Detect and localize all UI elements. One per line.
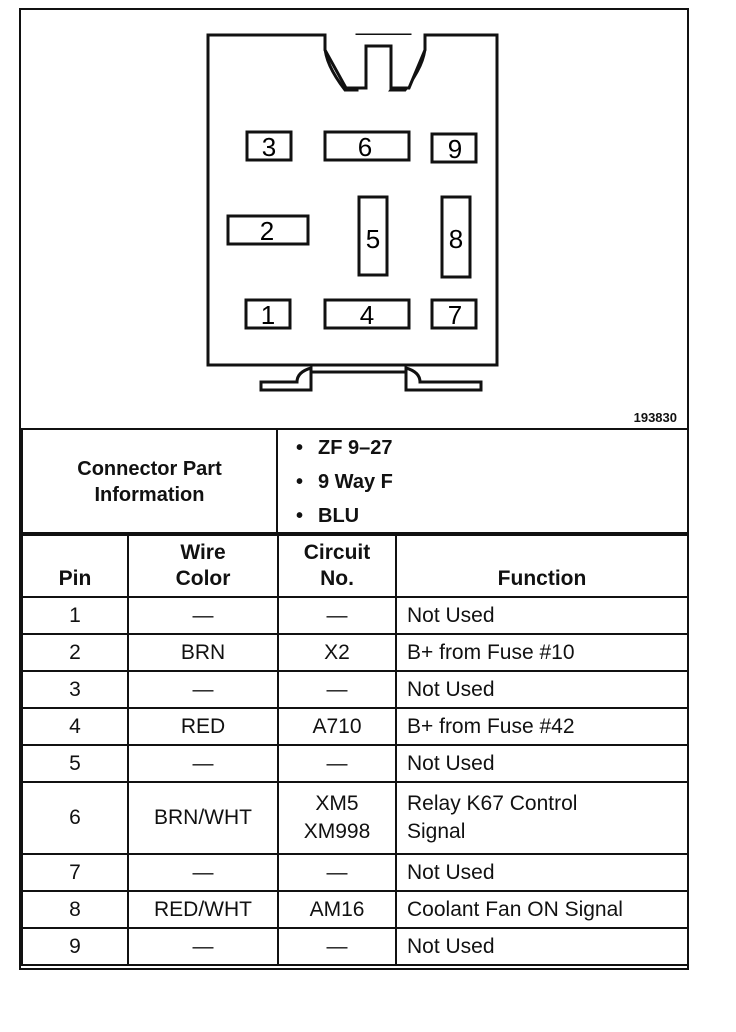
cell-circuit: — <box>277 853 397 892</box>
cell-circuit: — <box>277 927 397 966</box>
table-row: 7 — — Not Used <box>21 853 689 892</box>
cell-wire-color: — <box>127 927 279 966</box>
table-row: 8 RED/WHT AM16 Coolant Fan ON Signal <box>21 890 689 929</box>
header-circuit-no: Circuit No. <box>277 532 397 598</box>
cell-function: Not Used <box>395 927 689 966</box>
pin-cavity-1: 1 <box>244 298 292 330</box>
cell-pin: 3 <box>21 670 129 709</box>
cell-function: Coolant Fan ON Signal <box>395 890 689 929</box>
cell-wire-color: — <box>127 744 279 783</box>
cell-circuit: — <box>277 596 397 635</box>
latch-notch <box>323 35 427 90</box>
pin-cavity-5: 5 <box>357 195 389 277</box>
pin-table: Pin Wire Color Circuit No. Function 1 — … <box>21 532 689 966</box>
part-info-items: ZF 9–27 9 Way F BLU <box>276 428 689 536</box>
cell-function: Not Used <box>395 670 689 709</box>
mounting-tab-right <box>404 366 483 392</box>
cell-pin: 4 <box>21 707 129 746</box>
part-info-label: Connector Part Information <box>21 428 278 536</box>
connector-sheet: 3 6 9 2 5 8 1 4 <box>19 8 689 970</box>
cell-circuit: X2 <box>277 633 397 672</box>
part-info-item: BLU <box>296 499 687 533</box>
table-row: 2 BRN X2 B+ from Fuse #10 <box>21 633 689 672</box>
svg-text:8: 8 <box>449 224 463 254</box>
svg-text:6: 6 <box>358 132 372 162</box>
table-row: 9 — — Not Used <box>21 927 689 966</box>
part-info-item: 9 Way F <box>296 465 687 499</box>
connector-face-diagram: 3 6 9 2 5 8 1 4 <box>206 33 499 392</box>
pin-cavity-8: 8 <box>440 195 472 279</box>
svg-text:9: 9 <box>448 134 462 164</box>
cell-circuit: AM16 <box>277 890 397 929</box>
svg-text:2: 2 <box>260 216 274 246</box>
cell-function: Not Used <box>395 853 689 892</box>
pin-cavity-6: 6 <box>323 130 411 162</box>
cell-wire-color: RED/WHT <box>127 890 279 929</box>
cell-circuit: A710 <box>277 707 397 746</box>
cell-function: B+ from Fuse #10 <box>395 633 689 672</box>
pin-cavity-3: 3 <box>245 130 293 162</box>
cell-function: Not Used <box>395 596 689 635</box>
part-info-item: ZF 9–27 <box>296 431 687 465</box>
table-row: 5 — — Not Used <box>21 744 689 783</box>
cell-wire-color: — <box>127 853 279 892</box>
table-row: 6 BRN/WHT XM5 XM998 Relay K67 Control Si… <box>21 781 689 855</box>
cell-wire-color: RED <box>127 707 279 746</box>
cell-circuit: — <box>277 670 397 709</box>
mounting-tab-left <box>259 366 313 392</box>
cell-function: B+ from Fuse #42 <box>395 707 689 746</box>
svg-text:5: 5 <box>366 224 380 254</box>
pin-cavity-4: 4 <box>323 298 411 330</box>
cell-circuit: — <box>277 744 397 783</box>
cell-wire-color: BRN <box>127 633 279 672</box>
cell-wire-color: — <box>127 670 279 709</box>
cell-wire-color: — <box>127 596 279 635</box>
cell-function: Relay K67 Control Signal <box>395 781 689 855</box>
table-row: 3 — — Not Used <box>21 670 689 709</box>
cell-pin: 2 <box>21 633 129 672</box>
cell-pin: 6 <box>21 781 129 855</box>
connector-part-info: Connector Part Information ZF 9–27 9 Way… <box>21 428 689 536</box>
pin-cavity-9: 9 <box>430 132 478 164</box>
cell-pin: 1 <box>21 596 129 635</box>
cell-pin: 9 <box>21 927 129 966</box>
drawing-id: 193830 <box>633 410 677 425</box>
header-wire-color: Wire Color <box>127 532 279 598</box>
svg-text:3: 3 <box>262 132 276 162</box>
svg-text:4: 4 <box>360 300 374 330</box>
cell-pin: 8 <box>21 890 129 929</box>
svg-text:1: 1 <box>261 300 275 330</box>
cell-function: Not Used <box>395 744 689 783</box>
table-row: 4 RED A710 B+ from Fuse #42 <box>21 707 689 746</box>
header-function: Function <box>395 532 689 598</box>
svg-text:7: 7 <box>448 300 462 330</box>
cell-pin: 5 <box>21 744 129 783</box>
header-pin: Pin <box>21 532 129 598</box>
cell-pin: 7 <box>21 853 129 892</box>
cell-circuit: XM5 XM998 <box>277 781 397 855</box>
cell-wire-color: BRN/WHT <box>127 781 279 855</box>
pin-cavity-7: 7 <box>430 298 478 330</box>
pin-cavity-2: 2 <box>226 214 310 246</box>
table-row: 1 — — Not Used <box>21 596 689 635</box>
